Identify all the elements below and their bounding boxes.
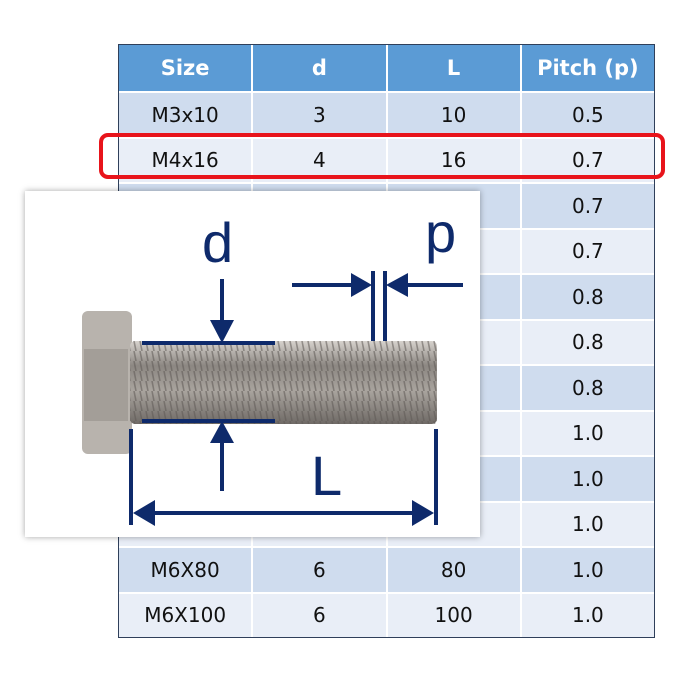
cell-pitch: 1.0 <box>519 548 654 592</box>
header-l: L <box>385 45 520 91</box>
header-pitch: Pitch (p) <box>519 45 654 91</box>
table-header-row: Size d L Pitch (p) <box>119 45 654 91</box>
cell-d: 6 <box>251 593 385 637</box>
cell-pitch: 0.8 <box>519 275 654 319</box>
bolt-shank <box>130 341 437 424</box>
cell-pitch: 1.0 <box>519 457 654 501</box>
cell-d: 4 <box>251 138 385 182</box>
highlighted-row-outline <box>99 133 665 179</box>
cell-size: M3x10 <box>151 102 219 127</box>
cell-d: 6 <box>251 548 385 592</box>
bolt-head <box>82 311 132 454</box>
cell-pitch: 1.0 <box>519 593 654 637</box>
cell-l: 80 <box>385 548 520 592</box>
cell-pitch: 0.5 <box>519 93 654 137</box>
dimension-lines <box>129 271 463 526</box>
cell-size: M6X100 <box>144 603 227 628</box>
header-size: Size <box>160 56 210 80</box>
cell-size: M4x16 <box>151 148 219 173</box>
bolt-diagram: d p L <box>25 191 480 537</box>
cell-pitch: 0.8 <box>519 366 654 410</box>
cell-l: 10 <box>385 93 520 137</box>
cell-pitch: 1.0 <box>519 502 654 546</box>
cell-d: 3 <box>251 93 385 137</box>
cell-l: 16 <box>385 138 520 182</box>
cell-pitch: 0.7 <box>519 184 654 228</box>
cell-pitch: 0.7 <box>519 138 654 182</box>
cell-pitch: 1.0 <box>519 411 654 455</box>
cell-l: 100 <box>385 593 520 637</box>
bolt-illustration <box>82 271 463 526</box>
cell-size: M6X80 <box>150 557 220 582</box>
header-d: d <box>251 45 385 91</box>
cell-pitch: 0.7 <box>519 229 654 273</box>
length-label: L <box>311 444 343 507</box>
diameter-label: d <box>202 211 234 274</box>
pitch-label: p <box>425 201 457 264</box>
cell-pitch: 0.8 <box>519 320 654 364</box>
